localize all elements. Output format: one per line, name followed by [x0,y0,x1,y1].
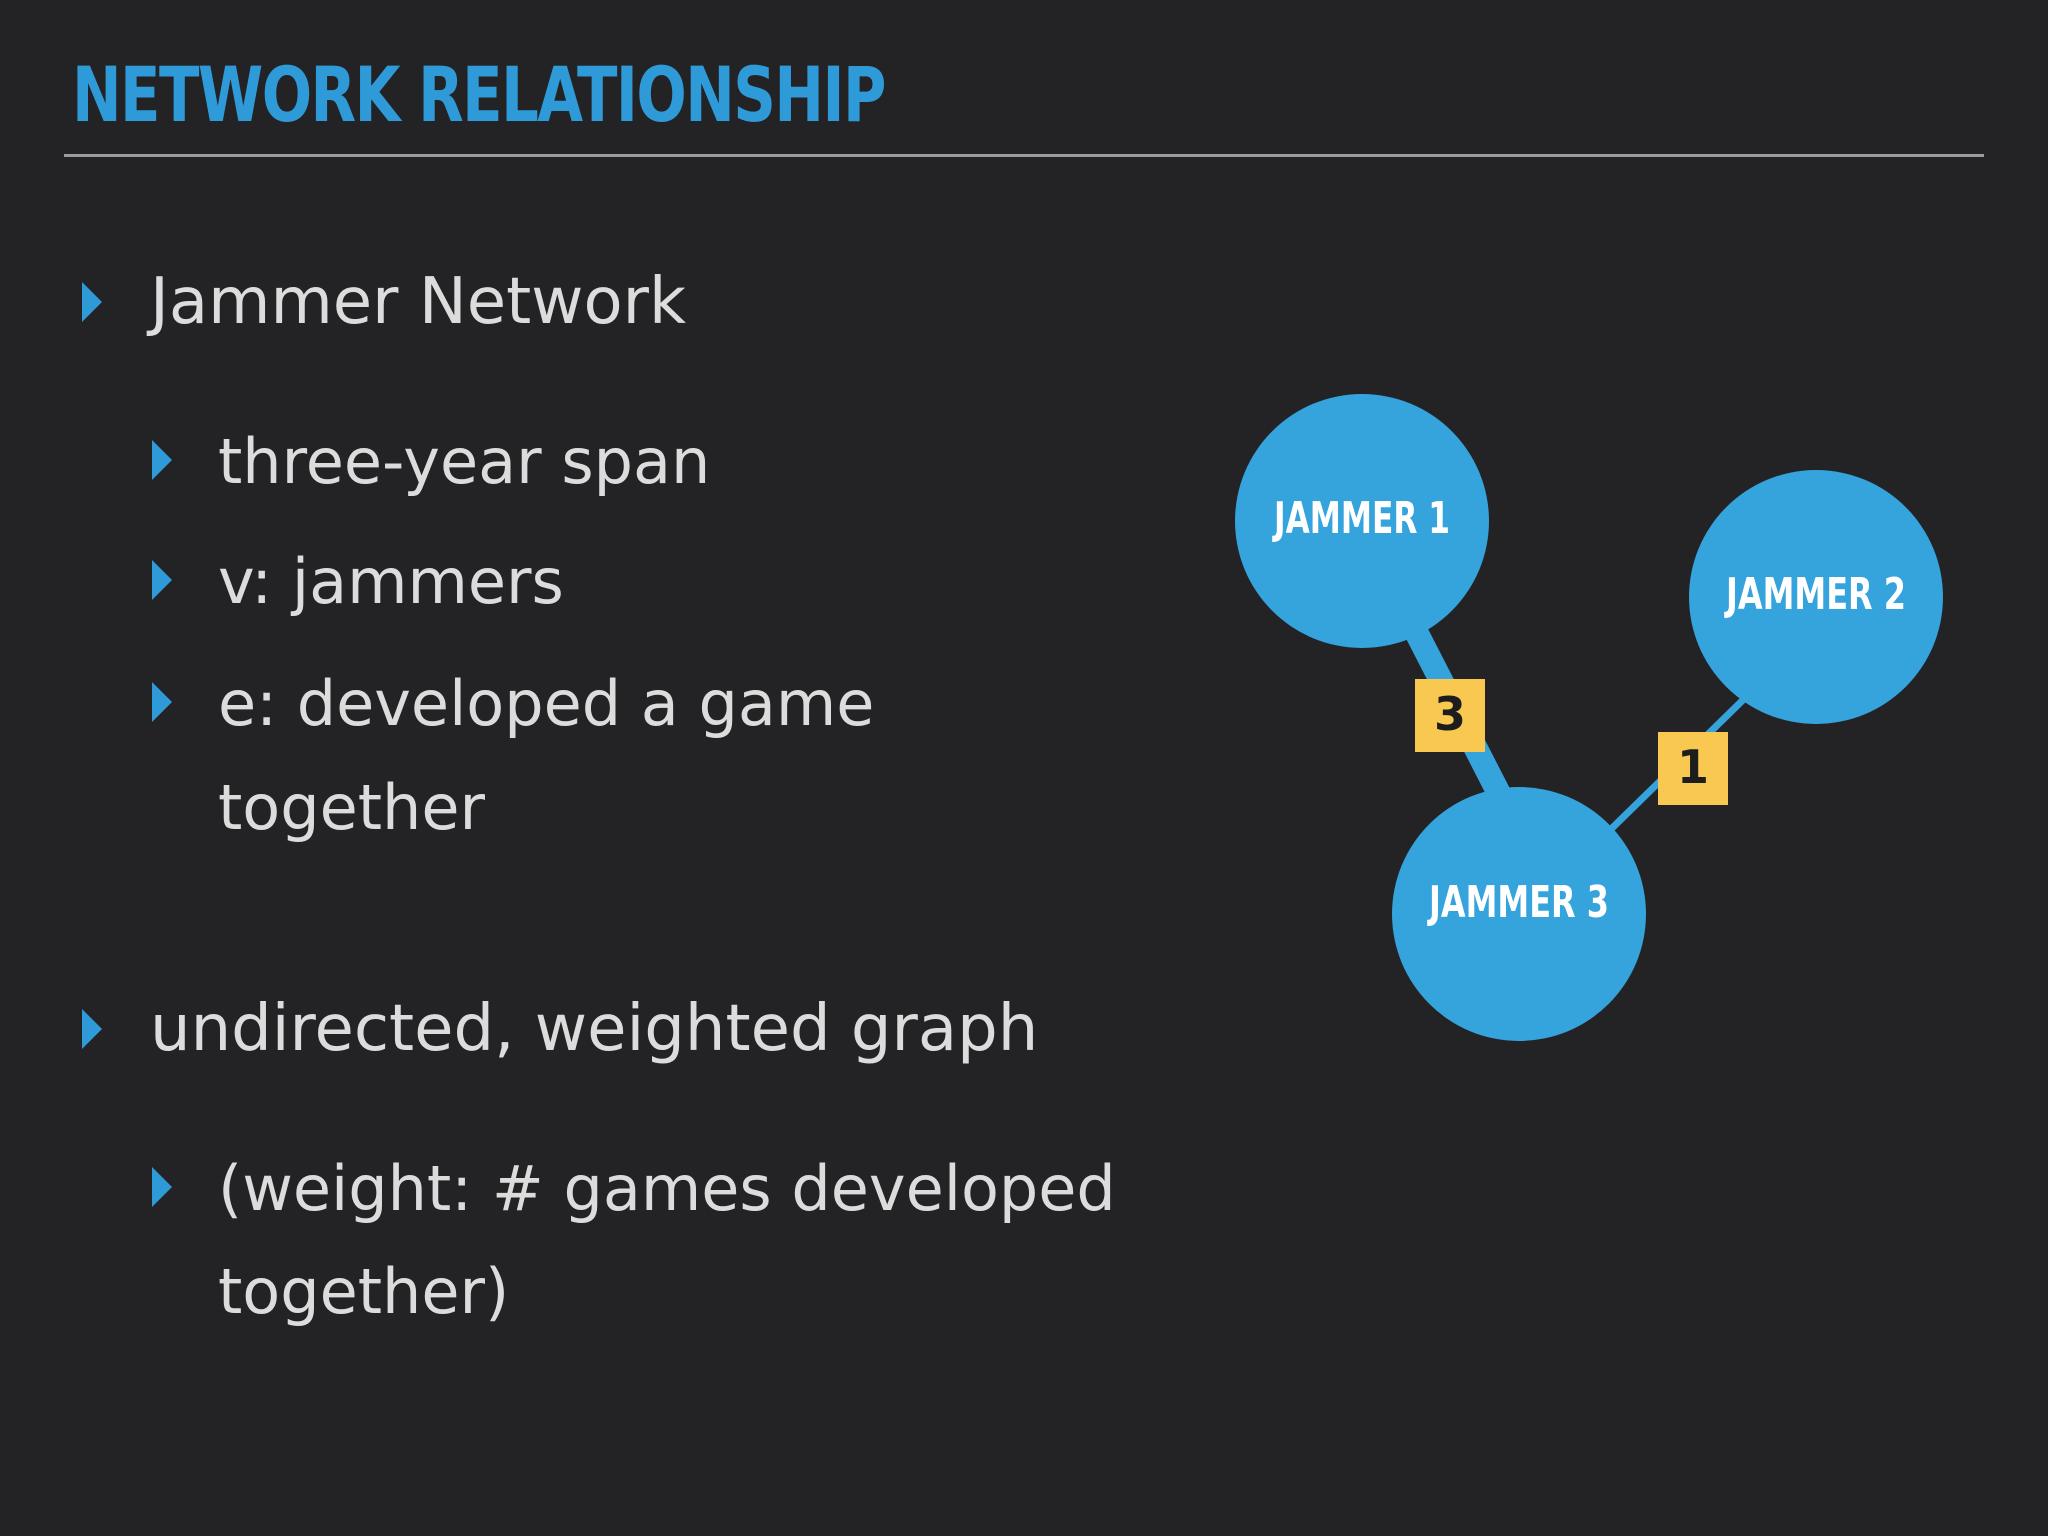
bullet-weight-line1: (weight: # games developed [218,1152,1116,1225]
bullet-edges-line2: together [218,771,485,844]
title-divider [64,154,1984,157]
node-jammer-1: JAMMER 1 [1235,394,1489,648]
node-jammer-3: JAMMER 3 [1392,787,1646,1041]
bullet-graph-type: undirected, weighted graph [150,992,1039,1066]
bullet-vertices: v: jammers [218,545,564,618]
bullet-arrow-icon [152,682,172,722]
edge-weight-label: 3 [1434,687,1466,741]
node-jammer-2: JAMMER 2 [1689,470,1943,724]
bullet-arrow-icon [152,440,172,480]
bullet-edges-line1: e: developed a game [218,667,875,740]
bullet-jammer-network: Jammer Network [150,265,687,339]
slide-title: NETWORK RELATIONSHIP [72,50,886,139]
bullet-list: Jammer Network three-year span v: jammer… [82,265,1116,1328]
edge-weight-badge: 3 [1415,679,1485,752]
edge-weight-label: 1 [1677,740,1709,794]
node-label: JAMMER 1 [1272,493,1450,544]
bullet-arrow-icon [82,282,102,322]
bullet-weight-line2: together) [218,1255,510,1328]
bullet-arrow-icon [152,560,172,600]
bullet-arrow-icon [152,1167,172,1207]
node-label: JAMMER 2 [1724,569,1906,620]
bullet-arrow-icon [82,1009,102,1049]
edge-weight-badge: 1 [1658,732,1728,805]
bullet-three-year-span: three-year span [218,425,711,498]
node-label: JAMMER 3 [1427,877,1609,928]
